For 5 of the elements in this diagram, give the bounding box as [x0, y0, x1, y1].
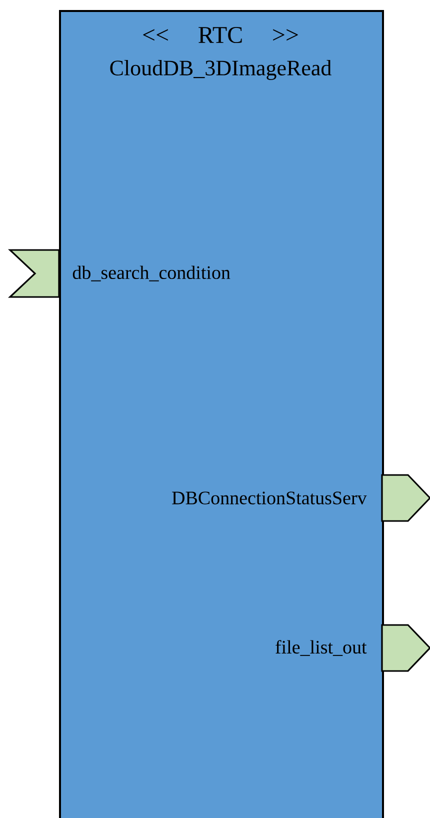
port-label: DBConnectionStatusServ [172, 492, 367, 504]
component-title: CloudDB_3DImageRead [110, 60, 332, 80]
port-label: db_search_condition [72, 266, 230, 282]
port-label: file_list_out [276, 640, 367, 656]
component-title: << RTC >> [143, 26, 298, 44]
